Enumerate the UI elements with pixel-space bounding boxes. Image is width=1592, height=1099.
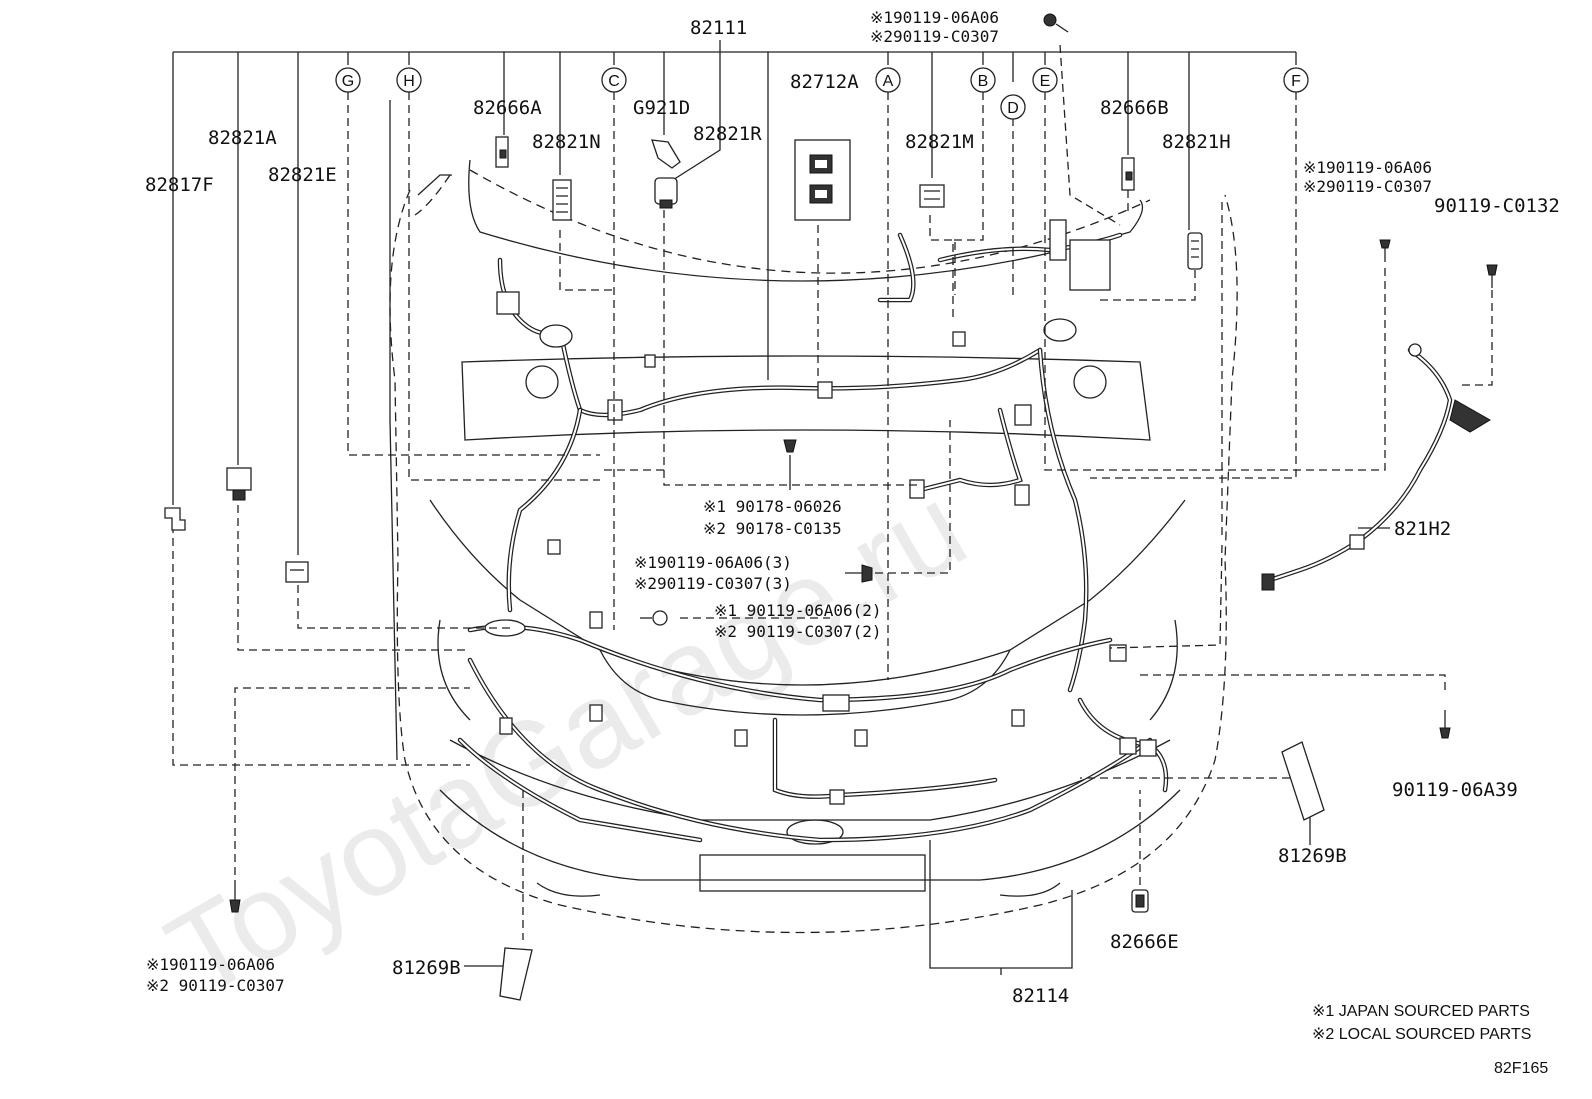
pad-81269b-right-icon — [1281, 741, 1325, 821]
label-g921d: G921D — [633, 97, 690, 119]
svg-text:F: F — [1291, 73, 1301, 90]
legend-japan-sourced: ※1 JAPAN SOURCED PARTS — [1312, 1003, 1530, 1020]
label-82666e: 82666E — [1110, 931, 1179, 953]
part-labels: 82111 82666A 82821A 82821N G921D 82821R … — [145, 17, 1560, 1007]
bolt-center-icon — [783, 439, 797, 453]
ref-circle-b: B — [970, 67, 996, 93]
svg-text:E: E — [1040, 73, 1051, 90]
connector-82821e-icon — [285, 561, 309, 583]
fastener-bottom-left-line2: ※2 90119-C0307 — [146, 976, 285, 995]
label-81269b-right: 81269B — [1278, 845, 1347, 867]
harness-821h2-icon — [1261, 343, 1491, 591]
fastener-top-line1: ※190119-06A06 — [870, 8, 999, 27]
connector-82821n-icon — [552, 179, 572, 221]
label-82821e: 82821E — [268, 164, 337, 186]
bolt-right-icon — [1379, 239, 1391, 262]
ref-circle-g: G — [335, 67, 361, 93]
fastener-labels: ※190119-06A06 ※290119-C0307 ※190119-06A0… — [146, 8, 1432, 995]
fastener-mid2-line2: ※2 90119-C0307(2) — [714, 622, 882, 641]
bracket-82666b-icon — [1121, 157, 1135, 191]
label-82817f: 82817F — [145, 174, 214, 196]
label-82114: 82114 — [1012, 985, 1069, 1007]
svg-text:D: D — [1007, 100, 1019, 117]
connector-82821m-icon — [919, 184, 945, 208]
connector-82821r-icon — [654, 177, 678, 209]
clamp-g921d-icon — [651, 139, 681, 169]
label-82821r: 82821R — [693, 123, 762, 145]
label-82821n: 82821N — [532, 131, 601, 153]
relay-block-82712a-icon — [794, 139, 851, 221]
svg-text:G: G — [342, 73, 354, 90]
label-82666a: 82666A — [473, 97, 542, 119]
legend-local-sourced: ※2 LOCAL SOURCED PARTS — [1312, 1026, 1531, 1043]
part-icons — [164, 13, 1498, 1001]
fastener-bottom-left-line1: ※190119-06A06 — [146, 955, 275, 974]
main-harness — [457, 219, 1169, 843]
fastener-right-line2: ※290119-C0307 — [1303, 177, 1432, 196]
leader-lines — [172, 40, 1493, 975]
label-90119-06a39: 90119-06A39 — [1392, 779, 1518, 801]
ref-circle-d: D — [1000, 94, 1026, 120]
svg-text:C: C — [608, 73, 620, 90]
svg-text:H: H — [403, 73, 415, 90]
bolt-top-icon — [1043, 13, 1069, 33]
fastener-right-line1: ※190119-06A06 — [1303, 158, 1432, 177]
label-82666b: 82666B — [1100, 97, 1169, 119]
clamp-82817f-icon — [164, 507, 186, 531]
bracket-82666a-icon — [495, 136, 509, 168]
connector-82821h-icon — [1187, 232, 1203, 270]
legend: ※1 JAPAN SOURCED PARTS ※2 LOCAL SOURCED … — [1312, 1003, 1548, 1077]
bolt-90119-c0132-icon — [1486, 264, 1498, 288]
ref-circle-f: F — [1283, 67, 1309, 93]
ref-circles: G H C A B D E F — [335, 67, 1309, 120]
ref-circle-h: H — [396, 67, 422, 93]
fastener-mid2-line1: ※1 90119-06A06(2) — [714, 601, 882, 620]
label-82712a: 82712A — [790, 71, 859, 93]
fastener-mid3-line1: ※190119-06A06(3) — [634, 553, 792, 572]
ref-circle-c: C — [601, 67, 627, 93]
connector-82821a-icon — [226, 467, 252, 501]
label-82111: 82111 — [690, 17, 747, 39]
label-82821m: 82821M — [905, 131, 974, 153]
label-90119-c0132: 90119-C0132 — [1434, 195, 1560, 217]
bracket-82666e-icon — [1131, 889, 1149, 913]
fastener-top-line2: ※290119-C0307 — [870, 27, 999, 46]
pad-81269b-left-icon — [499, 947, 533, 1001]
ref-circle-a: A — [875, 67, 901, 93]
svg-text:B: B — [978, 73, 989, 90]
bolt-90119-06a39-icon — [1439, 710, 1451, 739]
label-82821h: 82821H — [1162, 131, 1231, 153]
fastener-center-line1: ※1 90178-06026 — [703, 497, 842, 516]
bolt-mid3-icon — [845, 564, 873, 583]
bolt-bottom-left-icon — [229, 880, 241, 913]
ref-circle-e: E — [1032, 67, 1058, 93]
label-82821a: 82821A — [208, 127, 277, 149]
fastener-mid3-line2: ※290119-C0307(3) — [634, 574, 792, 593]
label-821h2: 821H2 — [1394, 518, 1451, 540]
bolt-mid2-icon — [640, 610, 668, 626]
svg-text:A: A — [883, 73, 894, 90]
figure-code: 82F165 — [1494, 1060, 1548, 1077]
label-81269b-left: 81269B — [392, 957, 461, 979]
fastener-center-line2: ※2 90178-C0135 — [703, 519, 842, 538]
